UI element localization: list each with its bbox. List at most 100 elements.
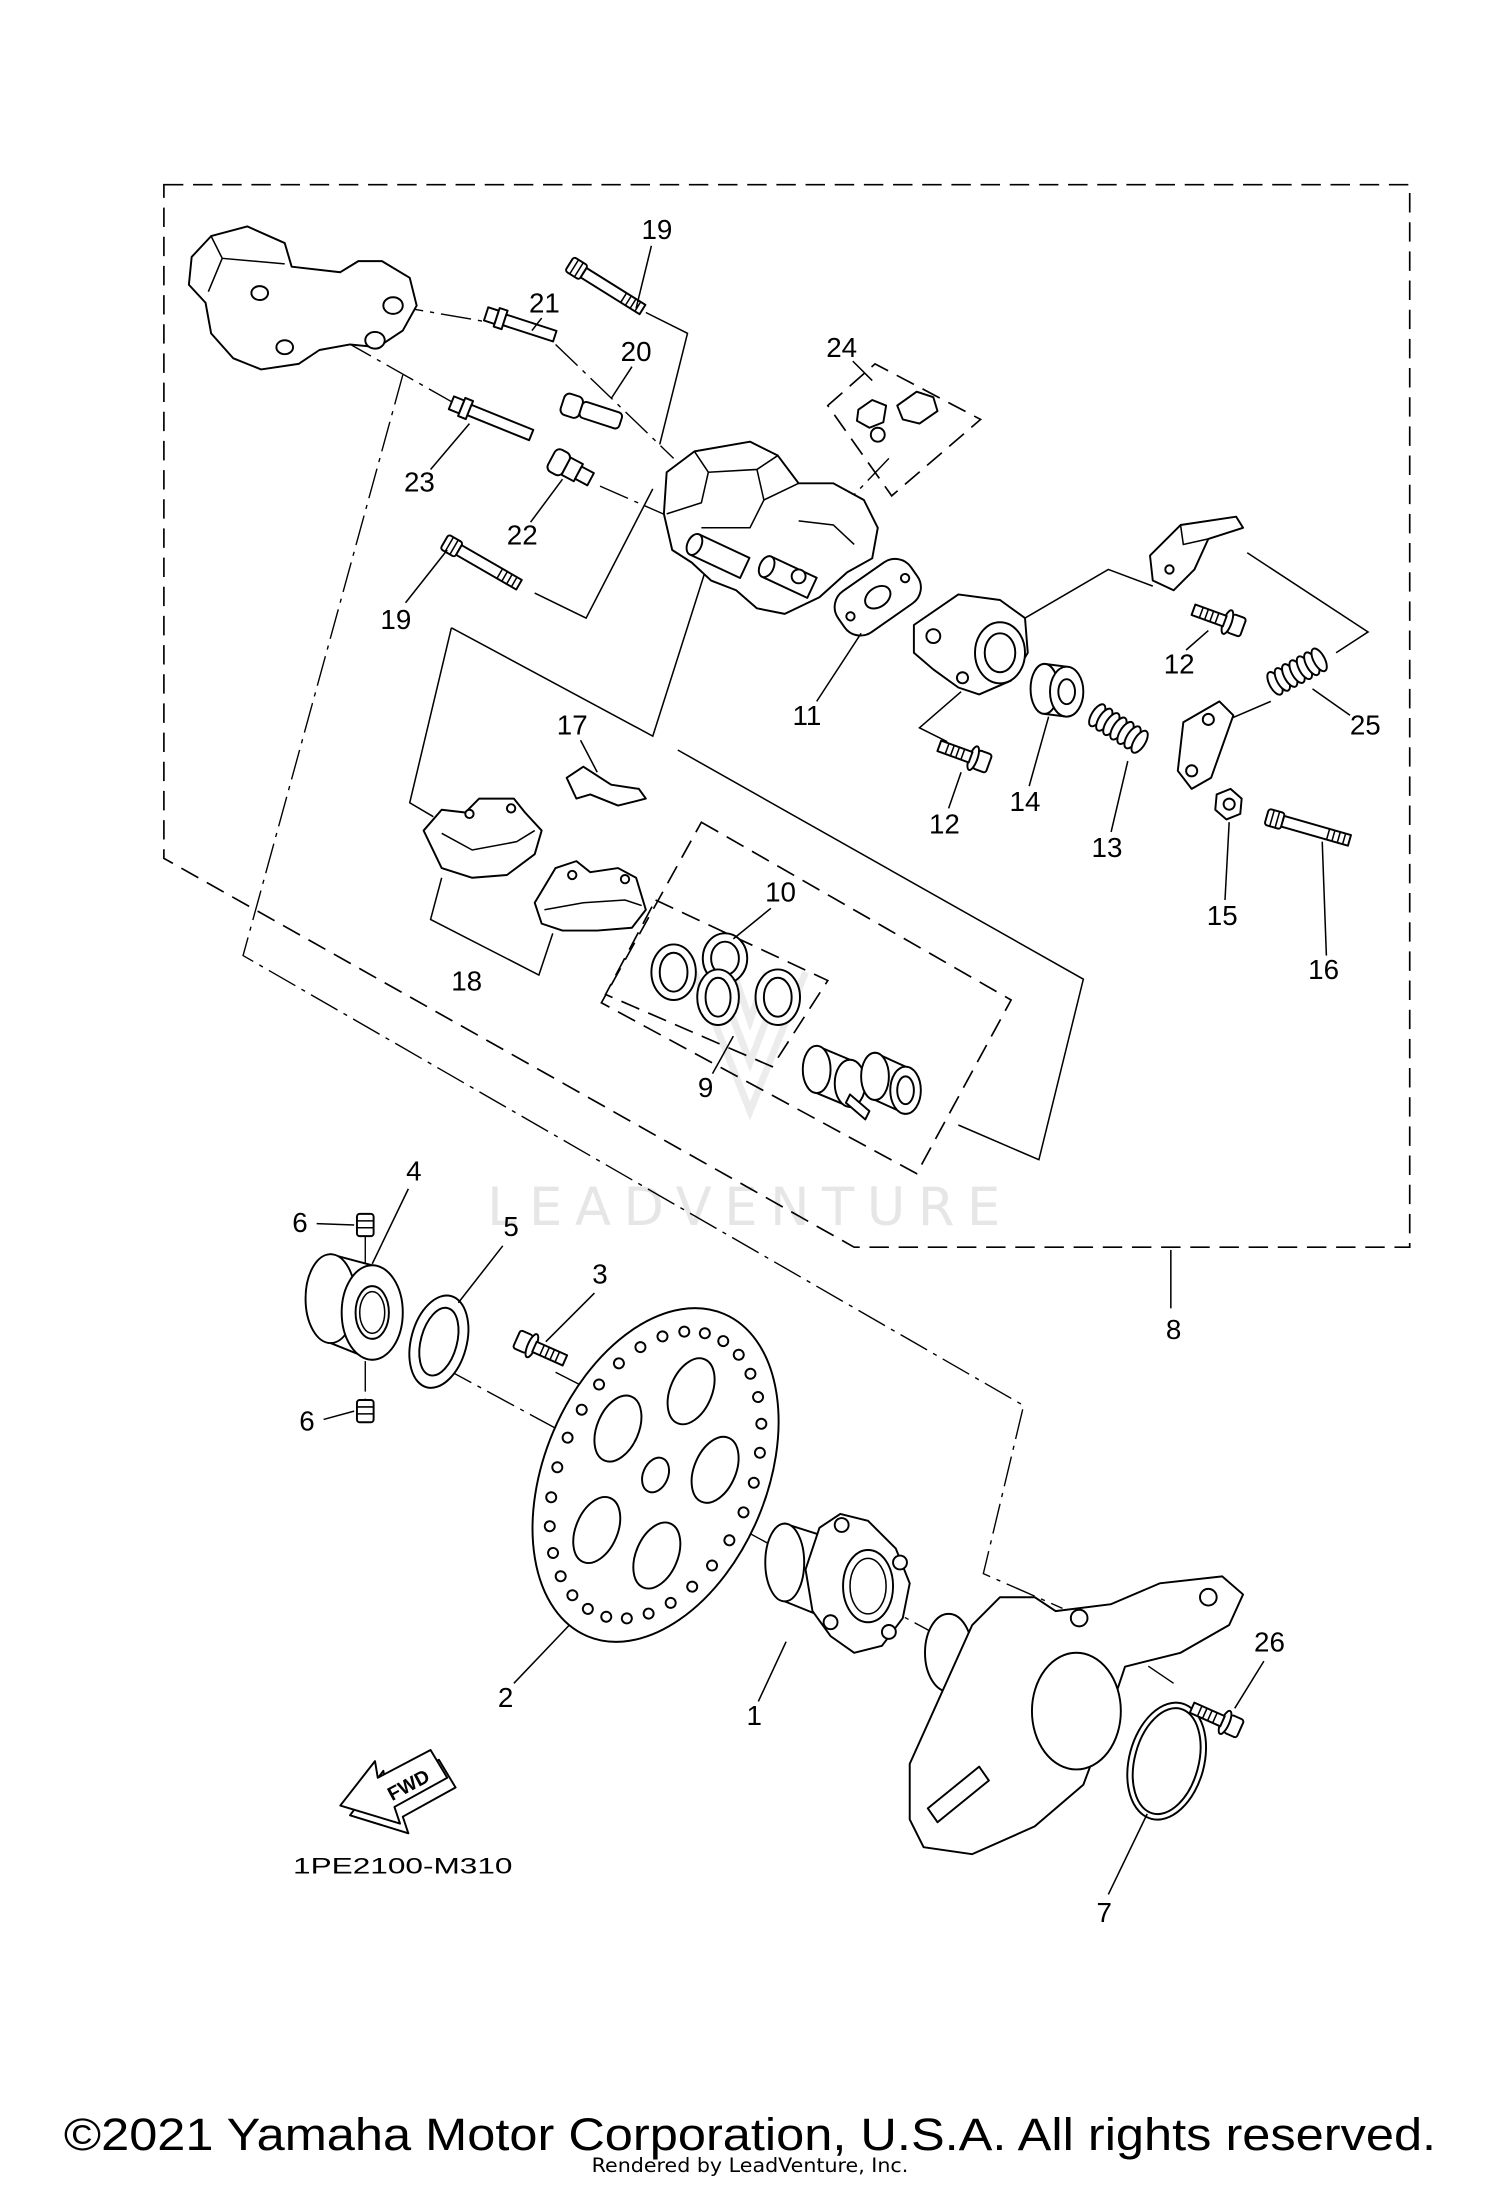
cable-bracket <box>1149 515 1245 592</box>
leader-lines-shape <box>529 478 564 523</box>
forward-arrow-icon <box>339 1749 449 1825</box>
disc-cutout <box>593 1394 643 1463</box>
callout-20[interactable]: 20 <box>621 336 652 367</box>
callout-3[interactable]: 3 <box>592 1258 607 1289</box>
hub-1-shape <box>892 1554 908 1571</box>
axis-lines-shape <box>242 374 1063 1609</box>
gasket-11-shape <box>845 611 856 622</box>
callout-2[interactable]: 2 <box>498 1682 513 1713</box>
callout-26[interactable]: 26 <box>1254 1626 1285 1657</box>
callout-19-upper[interactable]: 19 <box>641 214 672 245</box>
pin-21 <box>482 306 558 343</box>
disc-vent-hole <box>717 1335 730 1348</box>
copyright-text: ©2021 Yamaha Motor Corporation, U.S.A. A… <box>64 2109 1436 2160</box>
callout-21[interactable]: 21 <box>529 288 560 319</box>
callout-4[interactable]: 4 <box>406 1156 421 1187</box>
reference-lines-shape <box>1246 552 1370 654</box>
disc-vent-hole <box>593 1378 606 1391</box>
watermark: LEADVENTURE <box>487 970 1000 1238</box>
callout-16[interactable]: 16 <box>1308 954 1339 985</box>
leader-lines-shape <box>816 632 862 702</box>
callout-14[interactable]: 14 <box>1010 786 1041 817</box>
sleeve-20-shape <box>578 400 624 430</box>
brake-pads-18-shape <box>619 874 631 885</box>
parking-brake-body-shape <box>925 628 942 645</box>
circlip-7 <box>1126 1701 1208 1821</box>
parking-brake-body <box>912 593 1029 696</box>
brake-pads-18-shape <box>441 829 536 851</box>
disc-cutouts <box>572 1357 740 1590</box>
callout-12-upper[interactable]: 12 <box>1164 649 1195 680</box>
brake-pads-18-shape <box>567 869 578 881</box>
disc-vent-hole <box>723 1534 736 1547</box>
disc-vent-hole <box>600 1610 613 1623</box>
caliper-bracket-shape <box>187 225 418 371</box>
callout-17[interactable]: 17 <box>557 710 588 741</box>
gasket-11-shape <box>864 584 892 610</box>
disc-vent-hole <box>656 1330 669 1343</box>
callout-19-lower[interactable]: 19 <box>380 604 411 635</box>
disc-cutout <box>666 1357 716 1426</box>
hub-1 <box>764 1512 911 1654</box>
callout-23[interactable]: 23 <box>404 467 435 498</box>
pistons-9-shape <box>896 1075 915 1106</box>
nut-15-shape <box>1222 797 1236 811</box>
leader-lines-shape <box>1234 1660 1265 1709</box>
callout-8[interactable]: 8 <box>1166 1314 1181 1345</box>
cable-bracket-shape <box>1164 564 1175 575</box>
lock-nut-4-shape <box>358 1290 386 1335</box>
leader-lines-shape <box>1321 841 1328 956</box>
leader-lines <box>316 245 1351 1895</box>
lever-shape <box>1201 712 1215 726</box>
callout-18[interactable]: 18 <box>451 965 482 996</box>
callout-12-lower[interactable]: 12 <box>929 808 960 839</box>
pistons-9 <box>801 1044 922 1121</box>
axis-lines-shape <box>599 485 670 518</box>
caliper-bracket-shape <box>382 296 404 315</box>
callout-10[interactable]: 10 <box>765 876 796 907</box>
rendered-by-text: Rendered by LeadVenture, Inc. <box>592 2154 909 2177</box>
callout-25[interactable]: 25 <box>1350 710 1381 741</box>
disc-vent-hole <box>732 1348 745 1361</box>
lock-nut-4-shape <box>354 1285 390 1340</box>
callout-22[interactable]: 22 <box>507 519 538 550</box>
pin-23 <box>447 395 535 442</box>
callout-1[interactable]: 1 <box>746 1700 761 1731</box>
callout-6-lower[interactable]: 6 <box>299 1406 314 1437</box>
pistons-9-shape <box>860 1051 890 1101</box>
callout-6-upper[interactable]: 6 <box>292 1207 307 1238</box>
disc-vent-hole <box>543 1520 556 1533</box>
boot-22 <box>546 448 595 487</box>
lever-shape <box>1185 764 1199 778</box>
disc-vent-holes <box>543 1325 768 1625</box>
disc-vent-hole <box>678 1325 691 1338</box>
disc-vent-hole <box>634 1341 647 1354</box>
disc-cutout <box>632 1521 682 1590</box>
disc-vent-hole <box>554 1570 567 1583</box>
roller-14 <box>1029 662 1085 718</box>
callout-5[interactable]: 5 <box>503 1211 518 1242</box>
bleed-screw-24-shape <box>896 390 939 425</box>
callout-24[interactable]: 24 <box>826 332 857 363</box>
leader-lines-shape <box>610 366 633 400</box>
piston-kit-boundary <box>600 821 1013 1175</box>
callout-7[interactable]: 7 <box>1096 1897 1111 1928</box>
circlip-7-shape <box>1131 1707 1202 1816</box>
callout-11[interactable]: 11 <box>793 700 822 731</box>
nut-15 <box>1214 787 1243 821</box>
caliper-bracket-shape <box>250 285 270 301</box>
disc-vent-hole <box>575 1403 588 1416</box>
callout-13[interactable]: 13 <box>1092 832 1123 863</box>
bleed-screw-24-shape <box>869 426 886 443</box>
callout-15[interactable]: 15 <box>1207 900 1238 931</box>
disc-vent-hole <box>753 1446 766 1459</box>
set-screw-6-upper <box>355 1212 375 1238</box>
pad-spring-17 <box>565 765 647 807</box>
disc-vent-hole <box>737 1506 750 1519</box>
reference-lines-shape <box>645 311 689 445</box>
leader-lines-shape <box>371 1188 410 1265</box>
washer-5-shape <box>418 1306 460 1377</box>
callout-9[interactable]: 9 <box>698 1072 713 1103</box>
disc-vent-hole <box>755 1417 768 1430</box>
disc-vent-hole <box>686 1580 699 1593</box>
